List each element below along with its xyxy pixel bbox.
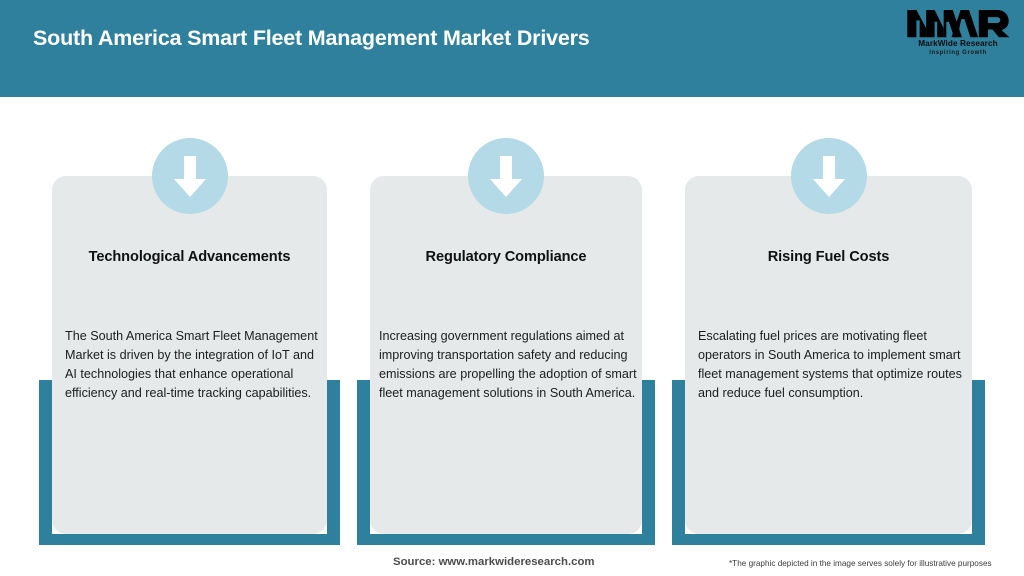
card-title: Rising Fuel Costs <box>767 249 890 265</box>
page-header: South America Smart Fleet Management Mar… <box>0 0 1024 97</box>
card-surface <box>685 176 972 534</box>
card-accent-frame <box>39 380 340 545</box>
driver-card-technological-advancements[interactable]: Technological Advancements The South Ame… <box>39 97 340 545</box>
card-surface <box>370 176 642 534</box>
card-description: The South America Smart Fleet Management… <box>65 329 318 400</box>
card-accent-frame <box>357 380 655 545</box>
card-description: Escalating fuel prices are motivating fl… <box>698 329 962 400</box>
mwr-logo-icon <box>907 10 1010 38</box>
down-arrow-glyph <box>812 156 845 197</box>
card-accent-frame <box>672 380 985 545</box>
down-arrow-icon <box>468 138 544 214</box>
card-surface <box>52 176 327 534</box>
logo-company-name: MarkWide Research <box>918 39 998 48</box>
down-arrow-glyph <box>173 156 206 197</box>
source-label: Source: www.markwideresearch.com <box>393 556 595 568</box>
driver-card-regulatory-compliance[interactable]: Regulatory Compliance Increasing governm… <box>357 97 655 545</box>
logo-tagline: Inspiring Growth <box>929 50 987 56</box>
card-title: Technological Advancements <box>88 249 291 265</box>
drivers-card-row: Technological Advancements The South Ame… <box>0 97 1024 545</box>
page-title: South America Smart Fleet Management Mar… <box>33 26 590 50</box>
disclaimer-label: *The graphic depicted in the image serve… <box>729 559 992 568</box>
card-title: Regulatory Compliance <box>425 249 587 265</box>
driver-card-rising-fuel-costs[interactable]: Rising Fuel Costs Escalating fuel prices… <box>672 97 985 545</box>
down-arrow-icon <box>151 138 228 214</box>
card-description: Increasing government regulations aimed … <box>379 329 637 400</box>
down-arrow-glyph <box>490 156 522 197</box>
brand-logo: MarkWide Research Inspiring Growth <box>906 6 1010 64</box>
down-arrow-icon <box>790 138 867 214</box>
